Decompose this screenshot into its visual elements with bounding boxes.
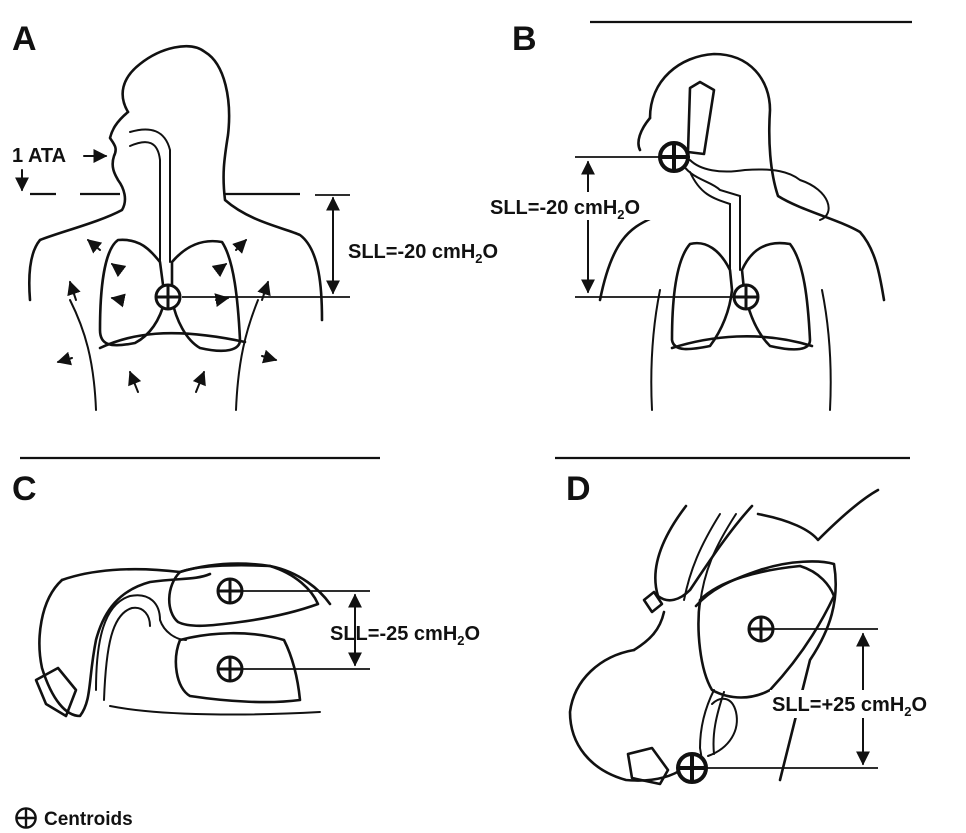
centroid-crosshair-icon <box>16 808 35 827</box>
panel-a-sll-label: SLL=-20 cmH2O <box>348 241 498 266</box>
panel-c-lower-centroid-icon <box>218 657 242 681</box>
panel-a: A <box>12 20 498 410</box>
panel-b-regulator <box>688 82 714 154</box>
panel-a-muscle-arrows <box>58 240 276 392</box>
panel-c-chest <box>110 706 320 714</box>
panel-d-upper-centroid-icon <box>749 617 773 641</box>
panel-b-upper-centroid-icon <box>660 143 688 171</box>
panel-letter-b: B <box>512 20 537 58</box>
panel-c-mask <box>36 668 76 716</box>
panel-d-head-outline <box>570 650 684 781</box>
panel-b: B SLL=-20 cmH2O <box>488 20 912 410</box>
panel-letter-a: A <box>12 20 37 58</box>
panel-b-right-arm <box>822 290 831 410</box>
panel-d: D SLL=+25 cmH2O <box>555 458 956 784</box>
panel-b-body-outline <box>650 54 884 300</box>
panel-c-upper-centroid-icon <box>218 579 242 603</box>
panel-b-trachea <box>680 160 740 270</box>
panel-c-sll-label: SLL=-25 cmH2O <box>330 623 480 648</box>
panel-a-pressure-label: 1 ATA <box>12 145 66 167</box>
panel-letter-c: C <box>12 470 37 508</box>
panel-d-sll-label: SLL=+25 cmH2O <box>772 694 927 719</box>
panel-c: C SLL=-25 cmH2O <box>12 458 480 716</box>
panel-a-left-lung <box>100 240 165 345</box>
panel-d-lower-centroid-icon <box>678 754 706 782</box>
panel-b-left-arm <box>651 290 660 410</box>
legend-label: Centroids <box>44 809 133 830</box>
legend: Centroids <box>16 808 132 830</box>
panel-a-centroid-icon <box>156 285 180 309</box>
panel-letter-d: D <box>566 470 591 508</box>
panel-d-back-outline <box>634 562 836 780</box>
panel-d-valve <box>644 592 662 612</box>
panel-a-left-arm <box>70 300 96 410</box>
panel-a-face-outline <box>29 112 128 300</box>
panel-b-lower-centroid-icon <box>734 285 758 309</box>
panel-c-back-outline <box>62 564 330 604</box>
panel-d-mask <box>628 748 668 784</box>
panel-d-outer-back <box>758 490 878 540</box>
panel-c-head-outline <box>39 574 210 716</box>
panel-a-body-outline <box>123 46 322 320</box>
panel-d-hose <box>708 699 737 756</box>
panel-b-diaphragm <box>672 336 812 348</box>
